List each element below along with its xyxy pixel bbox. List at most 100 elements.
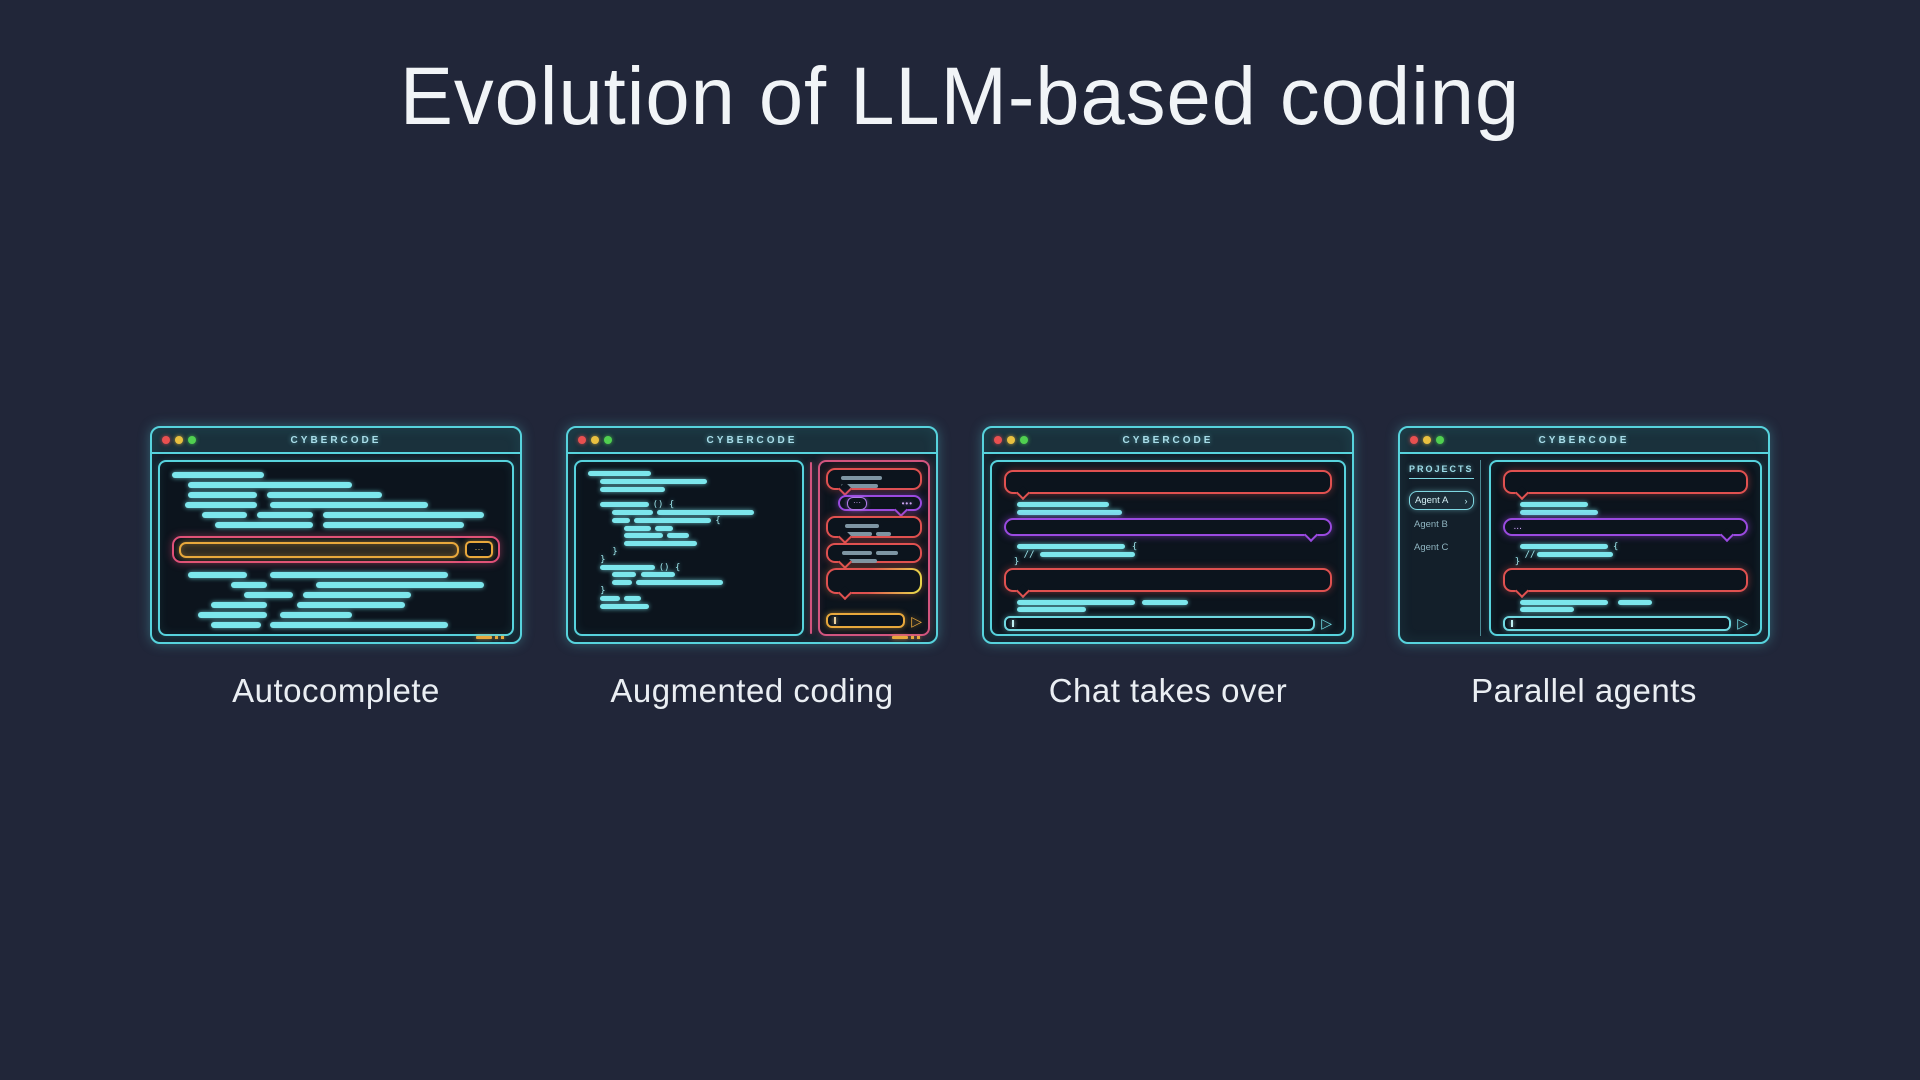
code-bar <box>875 532 891 536</box>
code-reply-lines: {//} <box>1503 542 1748 567</box>
code-glyph: { <box>1131 542 1138 552</box>
code-bar <box>600 478 708 484</box>
status-dot-icon <box>917 636 920 639</box>
window-chat-takes-over: CYBERCODE {//} ▷ <box>982 426 1354 644</box>
code-line <box>588 603 790 611</box>
chat-bubble-icon: ··· <box>847 496 867 510</box>
code-bar <box>322 522 464 528</box>
code-line <box>836 557 912 565</box>
code-bar <box>270 622 448 628</box>
code-reply-lines <box>1503 501 1748 516</box>
panel-divider <box>810 462 812 634</box>
code-bar <box>624 541 698 547</box>
code-bar <box>211 602 268 608</box>
chat-input <box>1502 615 1732 631</box>
code-reply-lines <box>1004 599 1332 614</box>
status-dot-icon <box>495 636 498 639</box>
code-bar <box>636 580 724 586</box>
code-line <box>1503 501 1748 509</box>
stage-label: Autocomplete <box>232 672 440 709</box>
code-bar <box>600 595 621 601</box>
code-bar <box>198 612 268 618</box>
code-reply-lines <box>1004 501 1332 516</box>
traffic-lights <box>994 436 1028 444</box>
chat-input-row: ▷ <box>826 613 922 628</box>
stage-parallel-agents: CYBERCODE PROJECTS Agent A › Agent B Age… <box>1398 426 1770 710</box>
code-line <box>172 510 500 520</box>
code-bar <box>624 533 663 539</box>
window-title: CYBERCODE <box>1122 434 1214 446</box>
chat-bubble-icon: ··· <box>465 541 493 558</box>
code-bar <box>280 612 353 618</box>
code-bar <box>843 532 873 536</box>
chat-body: {//} ▷ <box>984 454 1352 642</box>
send-icon: ▷ <box>1321 615 1332 631</box>
maximize-dot-icon <box>188 436 196 444</box>
code-editor-panel: () {{}}() {} <box>574 460 804 636</box>
window-title: CYBERCODE <box>706 434 798 446</box>
code-line: } <box>588 586 790 596</box>
code-bar <box>600 603 649 609</box>
code-bar <box>1519 544 1609 549</box>
code-line <box>588 579 790 587</box>
code-lines-bottom <box>172 570 500 630</box>
code-bar <box>1141 599 1188 605</box>
code-bar <box>875 551 899 555</box>
maximize-dot-icon <box>1020 436 1028 444</box>
code-line <box>836 474 912 482</box>
code-bar <box>845 524 879 528</box>
chat-bubble-red <box>1502 567 1748 592</box>
code-glyph: // <box>1023 549 1035 560</box>
code-line <box>588 595 790 603</box>
stages-row: CYBERCODE ··· <box>0 426 1920 710</box>
traffic-lights <box>1410 436 1444 444</box>
chat-input-row: ▷ <box>1004 615 1332 631</box>
code-line: { <box>588 516 790 526</box>
stage-autocomplete: CYBERCODE ··· <box>150 426 522 710</box>
code-bar <box>1017 607 1086 612</box>
code-bar <box>296 602 405 608</box>
traffic-lights <box>162 436 196 444</box>
code-line <box>588 540 790 548</box>
code-bar <box>612 517 631 523</box>
sidebar-header: PROJECTS <box>1409 464 1474 479</box>
maximize-dot-icon <box>604 436 612 444</box>
code-bar <box>270 502 428 508</box>
code-bar <box>1536 551 1613 557</box>
code-bar <box>257 512 314 518</box>
code-bar <box>600 486 665 492</box>
code-line <box>1004 606 1332 614</box>
traffic-lights <box>578 436 612 444</box>
chat-bubble-purple <box>1004 518 1332 536</box>
code-bar <box>612 509 653 515</box>
code-bar <box>211 622 261 628</box>
code-line <box>172 610 500 620</box>
suggestion-highlight <box>179 541 459 558</box>
code-lines-top <box>172 470 500 530</box>
code-bar <box>201 512 248 518</box>
chat-bubble-purple: ··· ••• <box>838 495 922 511</box>
code-bar <box>1519 599 1609 605</box>
text-caret <box>834 617 836 624</box>
status-bar-icon <box>892 636 908 639</box>
code-line <box>172 570 500 580</box>
code-line <box>1503 606 1748 614</box>
send-icon: ▷ <box>1737 615 1748 631</box>
code-line <box>172 500 500 510</box>
code-bar <box>172 472 264 478</box>
close-dot-icon <box>578 436 586 444</box>
chevron-right-icon: › <box>1464 495 1468 506</box>
code-line <box>588 571 790 579</box>
agent-label: Agent A <box>1415 495 1449 506</box>
code-bar <box>840 484 878 488</box>
code-line <box>1503 599 1748 607</box>
stage-label: Augmented coding <box>610 672 894 709</box>
window-parallel-agents: CYBERCODE PROJECTS Agent A › Agent B Age… <box>1398 426 1770 644</box>
typing-indicator: ... <box>1513 521 1522 532</box>
code-line <box>836 522 912 530</box>
code-bar <box>188 492 258 498</box>
code-bar <box>303 592 412 598</box>
chat-bubble-red <box>1004 470 1332 494</box>
minimize-dot-icon <box>591 436 599 444</box>
page-title: Evolution of LLM-based coding <box>399 51 1521 142</box>
